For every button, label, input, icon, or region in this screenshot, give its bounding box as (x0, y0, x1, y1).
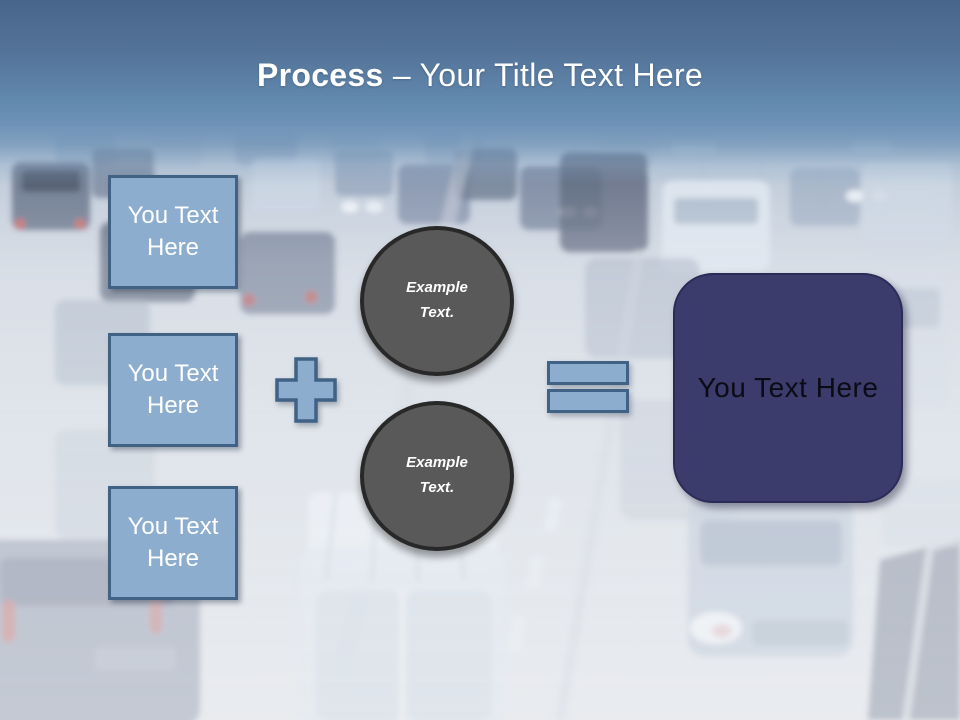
result-box[interactable]: You Text Here (673, 273, 903, 503)
plus-icon (275, 357, 337, 423)
input-box-label: You Text Here (127, 360, 219, 419)
input-box-1[interactable]: You Text Here (108, 175, 238, 289)
title-bold-text: Process (256, 57, 384, 93)
equals-icon (547, 361, 629, 413)
title-rest-text: – Your Title Text Here (392, 57, 704, 93)
input-box-2[interactable]: You Text Here (108, 333, 238, 447)
example-circle-label: Example Text. (406, 454, 468, 496)
input-box-label: You Text Here (127, 202, 219, 261)
example-circle-1[interactable]: Example Text. (360, 226, 514, 376)
input-box-3[interactable]: You Text Here (108, 486, 238, 600)
header-gradient-band (0, 0, 960, 185)
result-box-label: You Text Here (697, 372, 879, 403)
slide-title[interactable]: Process – Your Title Text Here (0, 57, 960, 94)
example-circle-label: Example Text. (406, 279, 468, 321)
example-circle-2[interactable]: Example Text. (360, 401, 514, 551)
input-box-label: You Text Here (127, 513, 219, 572)
